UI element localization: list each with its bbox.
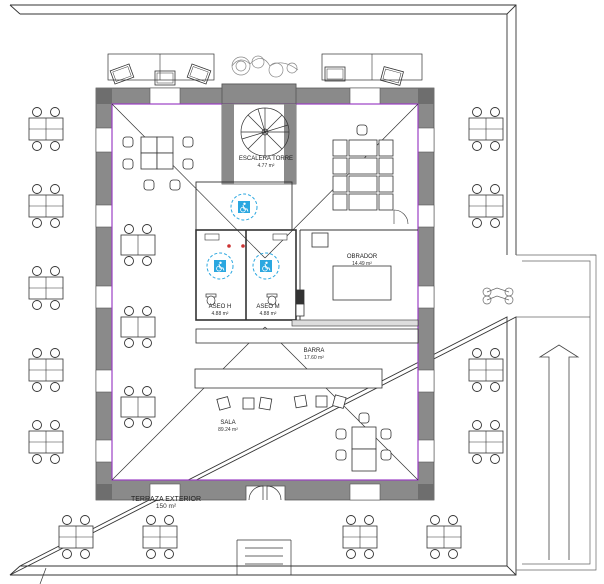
- basin-icon: [204, 233, 288, 248]
- entrance-ramp: [516, 254, 597, 571]
- kitchen-fittings: [295, 232, 392, 317]
- spiral-stair-icon: [240, 107, 290, 157]
- bar-counter: [194, 328, 419, 389]
- ramp-arrow-icon: [538, 344, 580, 560]
- entrance-steps: [236, 485, 292, 575]
- partitions: [195, 181, 419, 327]
- plant-icon: [231, 55, 299, 78]
- terrace-boundary: [9, 4, 517, 576]
- wheelchair-icon: [230, 193, 258, 221]
- bicycle-icon: [482, 287, 514, 305]
- interior-tables: [120, 124, 394, 472]
- lounge-chairs: [107, 53, 423, 86]
- wheelchair-icon: [206, 252, 234, 280]
